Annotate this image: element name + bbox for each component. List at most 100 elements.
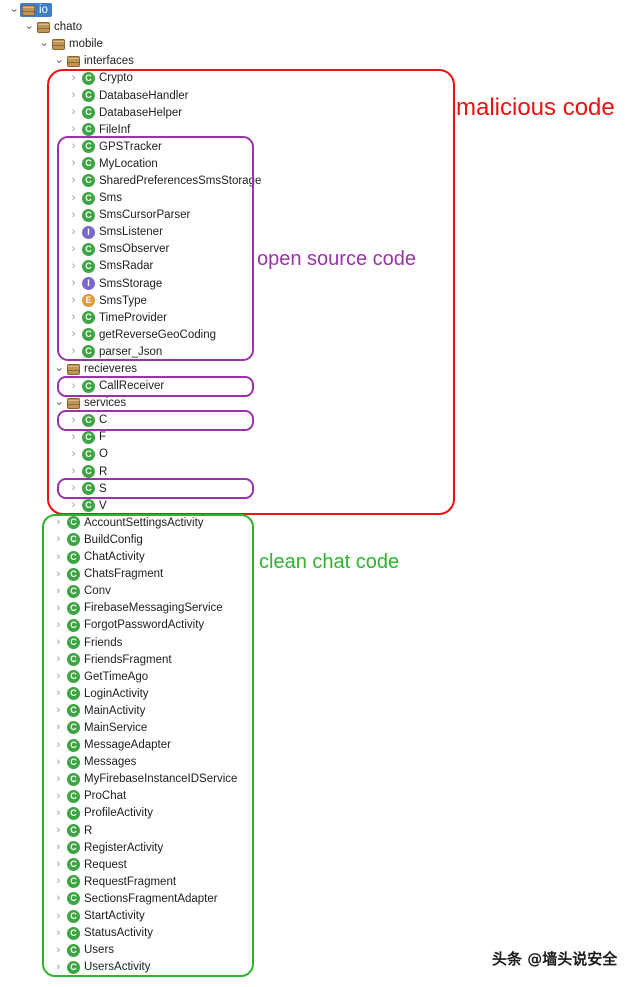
expand-chevron-icon[interactable]: › xyxy=(71,208,76,221)
expand-chevron-icon[interactable]: › xyxy=(56,806,61,819)
expand-chevron-icon[interactable]: › xyxy=(71,71,76,84)
expand-chevron-icon[interactable]: › xyxy=(71,447,76,460)
expand-chevron-icon[interactable]: › xyxy=(71,465,76,478)
tree-item-io[interactable]: ›io xyxy=(0,2,265,19)
expand-chevron-icon[interactable]: › xyxy=(71,482,76,495)
expand-chevron-icon[interactable]: › xyxy=(56,618,61,631)
expand-chevron-icon[interactable]: › xyxy=(56,892,61,905)
expand-chevron-icon[interactable]: › xyxy=(71,191,76,204)
collapse-chevron-icon[interactable]: › xyxy=(53,367,65,371)
expand-chevron-icon[interactable]: › xyxy=(56,567,61,580)
expand-chevron-icon[interactable]: › xyxy=(56,841,61,854)
tree-item-mobile[interactable]: ›mobile xyxy=(0,36,265,53)
expand-chevron-icon[interactable]: › xyxy=(56,687,61,700)
collapse-chevron-icon[interactable]: › xyxy=(38,42,50,47)
expand-chevron-icon[interactable]: › xyxy=(71,345,76,358)
expand-chevron-icon[interactable]: › xyxy=(56,960,61,973)
expand-chevron-icon[interactable]: › xyxy=(56,943,61,956)
expand-chevron-icon[interactable]: › xyxy=(56,738,61,751)
expand-chevron-icon[interactable]: › xyxy=(56,516,61,529)
expand-chevron-icon[interactable]: › xyxy=(56,755,61,768)
expand-chevron-icon[interactable]: › xyxy=(56,636,61,649)
expand-chevron-icon[interactable]: › xyxy=(56,670,61,683)
expand-chevron-icon[interactable]: › xyxy=(71,259,76,272)
expand-chevron-icon[interactable]: › xyxy=(71,157,76,170)
expand-chevron-icon[interactable]: › xyxy=(56,653,61,666)
expand-chevron-icon[interactable]: › xyxy=(56,926,61,939)
collapse-chevron-icon[interactable]: › xyxy=(53,401,65,406)
expand-chevron-icon[interactable]: › xyxy=(56,789,61,802)
expand-chevron-icon[interactable]: › xyxy=(56,550,61,563)
expand-chevron-icon[interactable]: › xyxy=(56,909,61,922)
expand-chevron-icon[interactable]: › xyxy=(56,772,61,785)
expand-chevron-icon[interactable]: › xyxy=(71,225,76,238)
expand-chevron-icon[interactable]: › xyxy=(71,89,76,102)
expand-chevron-icon[interactable]: › xyxy=(56,824,61,837)
expand-chevron-icon[interactable]: › xyxy=(71,106,76,119)
expand-chevron-icon[interactable]: › xyxy=(71,242,76,255)
expand-chevron-icon[interactable]: › xyxy=(71,140,76,153)
expand-chevron-icon[interactable]: › xyxy=(71,174,76,187)
collapse-chevron-icon[interactable]: › xyxy=(23,25,35,29)
collapse-chevron-icon[interactable]: › xyxy=(53,59,65,64)
expand-chevron-icon[interactable]: › xyxy=(56,584,61,597)
expand-chevron-icon[interactable]: › xyxy=(71,294,76,307)
expand-chevron-icon[interactable]: › xyxy=(56,875,61,888)
expand-chevron-icon[interactable]: › xyxy=(56,533,61,546)
expand-chevron-icon[interactable]: › xyxy=(71,123,76,136)
expand-chevron-icon[interactable]: › xyxy=(71,430,76,443)
expand-chevron-icon[interactable]: › xyxy=(56,704,61,717)
expand-chevron-icon[interactable]: › xyxy=(71,413,76,426)
expand-chevron-icon[interactable]: › xyxy=(71,379,76,392)
expand-chevron-icon[interactable]: › xyxy=(56,858,61,871)
expand-chevron-icon[interactable]: › xyxy=(56,721,61,734)
collapse-chevron-icon[interactable]: › xyxy=(8,8,20,12)
expand-chevron-icon[interactable]: › xyxy=(71,499,76,512)
expand-chevron-icon[interactable]: › xyxy=(71,311,76,324)
expand-chevron-icon[interactable]: › xyxy=(71,328,76,341)
